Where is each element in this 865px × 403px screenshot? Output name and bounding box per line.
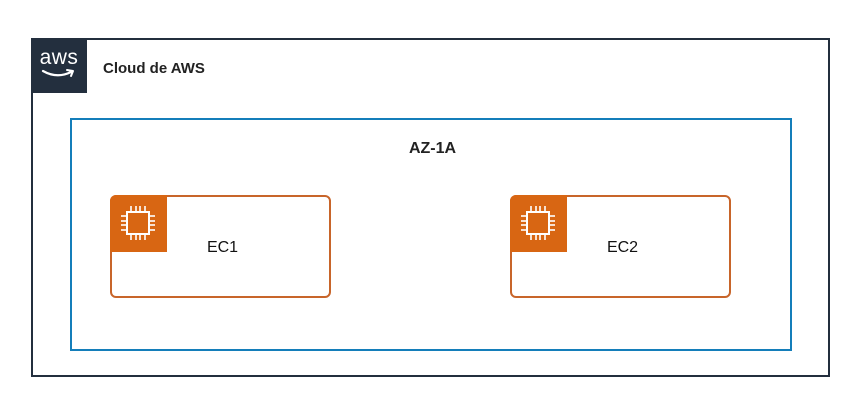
availability-zone-label: AZ-1A — [408, 140, 457, 157]
ec2-instance-ec1[interactable]: EC1 — [110, 195, 331, 298]
aws-smile-icon — [41, 69, 74, 77]
aws-logo: aws — [31, 38, 87, 93]
aws-logo-text: aws — [39, 46, 79, 69]
availability-zone-group — [70, 118, 792, 351]
aws-cloud-group — [31, 38, 830, 377]
ec2-instance-label: EC1 — [206, 239, 239, 256]
ec2-instance-icon — [110, 195, 167, 252]
ec2-instance-label: EC2 — [606, 239, 639, 256]
ec2-instance-icon — [510, 195, 567, 252]
ec2-instance-ec2[interactable]: EC2 — [510, 195, 731, 298]
cloud-label: Cloud de AWS — [103, 60, 205, 77]
